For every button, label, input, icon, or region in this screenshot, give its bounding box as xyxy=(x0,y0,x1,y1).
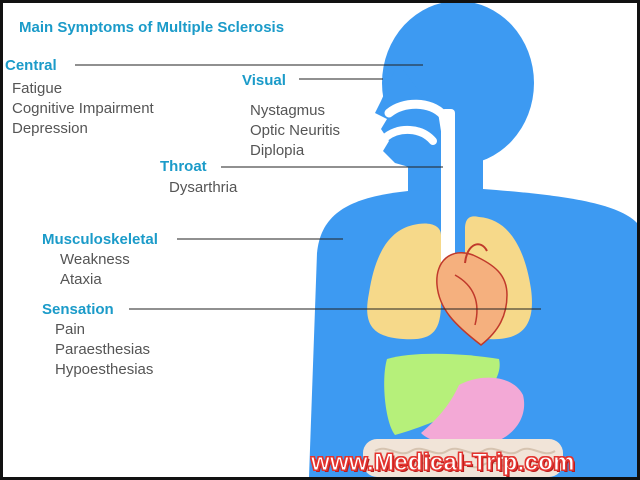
diagram-title: Main Symptoms of Multiple Sclerosis xyxy=(19,19,285,36)
liver xyxy=(384,353,500,435)
list-item: Paraesthesias xyxy=(55,341,151,358)
anatomy-figure xyxy=(75,3,637,477)
left-lung xyxy=(367,223,441,340)
list-item: Dysarthria xyxy=(169,179,238,196)
list-item: Weakness xyxy=(60,251,130,268)
aorta xyxy=(464,243,488,264)
stomach xyxy=(421,377,525,447)
sensation-list: Pain Paraesthesias Hypoesthesias xyxy=(55,320,153,380)
list-item: Diplopia xyxy=(250,142,305,159)
trachea xyxy=(441,109,455,269)
heart-detail xyxy=(454,274,478,326)
sensation-heading: Sensation xyxy=(42,301,114,318)
mouth-passage xyxy=(382,126,437,145)
visual-heading: Visual xyxy=(242,72,286,89)
musculoskeletal-list: Weakness Ataxia xyxy=(60,250,130,290)
throat-list: Dysarthria xyxy=(169,178,237,198)
list-item: Cognitive Impairment xyxy=(12,100,154,117)
list-item: Pain xyxy=(55,321,86,338)
website-watermark: www.Medical-Trip.com xyxy=(311,449,576,477)
list-item: Fatigue xyxy=(12,80,63,97)
list-item: Depression xyxy=(12,120,88,137)
throat-heading: Throat xyxy=(160,158,207,175)
list-item: Optic Neuritis xyxy=(250,122,341,139)
intestines xyxy=(363,439,563,477)
central-heading: Central xyxy=(5,57,57,74)
visual-list: Nystagmus Optic Neuritis Diplopia xyxy=(250,101,340,161)
musculoskeletal-heading: Musculoskeletal xyxy=(42,231,158,248)
list-item: Nystagmus xyxy=(250,102,326,119)
central-list: Fatigue Cognitive Impairment Depression xyxy=(12,79,154,139)
list-item: Ataxia xyxy=(60,271,102,288)
list-item: Hypoesthesias xyxy=(55,361,154,378)
heart xyxy=(436,252,508,346)
